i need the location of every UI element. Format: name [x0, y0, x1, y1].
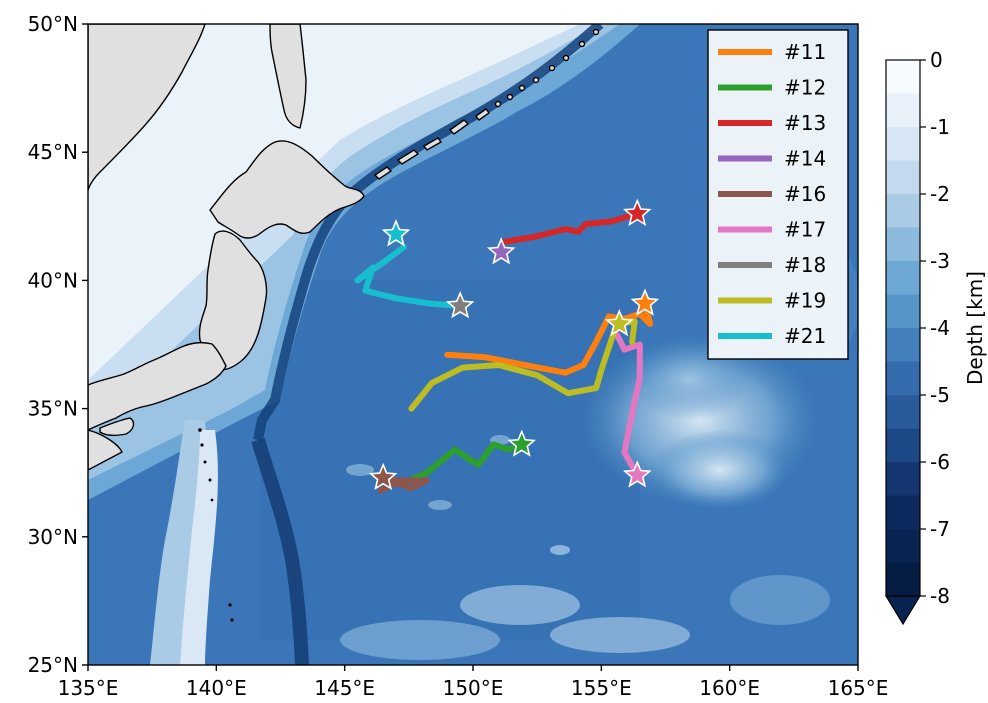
- colorbar-segment: [886, 194, 920, 229]
- colorbar-segment: [886, 361, 920, 396]
- y-tick-label: 30°N: [28, 525, 78, 549]
- end-star-21: [381, 219, 411, 247]
- end-star-13: [622, 198, 652, 227]
- y-tick-label: 40°N: [28, 268, 78, 292]
- colorbar-tick-label: -1: [930, 115, 950, 139]
- y-axis-ticks: 25°N 30°N 35°N 40°N 45°N 50°N: [28, 12, 88, 677]
- colorbar: 0 -1 -2 -3 -4 -5 -6 -7 -8 Depth [km]: [884, 48, 987, 626]
- colorbar-tick-label: -7: [930, 517, 950, 541]
- land: [88, 24, 365, 471]
- legend-label: #11: [784, 40, 826, 64]
- trajectory-16: [377, 474, 430, 494]
- colorbar-tick-label: -3: [930, 249, 950, 273]
- colorbar-title: Depth [km]: [963, 271, 987, 385]
- kuril-islands: [373, 28, 600, 180]
- x-tick-label: 155°E: [571, 676, 632, 700]
- colorbar-segment: [886, 495, 920, 530]
- colorbar-segment: [886, 261, 920, 296]
- colorbar-segment: [886, 395, 920, 430]
- izu-islands: [198, 428, 234, 622]
- end-star-11: [630, 288, 660, 316]
- legend-label: #12: [784, 76, 826, 100]
- colorbar-segment: [886, 93, 920, 128]
- y-tick-label: 25°N: [28, 653, 78, 677]
- trajectory-21: [354, 244, 464, 309]
- colorbar-tick-label: -2: [930, 182, 950, 206]
- trajectory-11: [444, 300, 654, 376]
- end-star-12: [507, 429, 537, 457]
- trajectory-13: [500, 210, 641, 245]
- colorbar-segment: [886, 294, 920, 329]
- y-tick-label: 45°N: [28, 140, 78, 164]
- x-tick-label: 160°E: [699, 676, 760, 700]
- colorbar-tick-label: -8: [930, 584, 950, 608]
- colorbar-segment: [886, 227, 920, 262]
- x-tick-label: 135°E: [58, 676, 119, 700]
- y-tick-label: 35°N: [28, 397, 78, 421]
- x-tick-label: 165°E: [828, 676, 889, 700]
- legend: #11 #12 #13 #14 #16 #17 #18 #19 #21: [707, 29, 849, 360]
- legend-label: #18: [784, 253, 826, 277]
- colorbar-segment: [886, 160, 920, 195]
- legend-label: #13: [784, 111, 826, 135]
- trajectory-end-markers: [368, 198, 660, 490]
- legend-label: #19: [784, 289, 826, 313]
- x-tick-label: 145°E: [314, 676, 375, 700]
- end-star-19: [604, 308, 634, 337]
- colorbar-segment: [886, 328, 920, 363]
- end-star-17: [622, 460, 652, 488]
- trajectory-17: [613, 331, 643, 479]
- colorbar-extend: [884, 595, 922, 626]
- x-tick-label: 140°E: [186, 676, 247, 700]
- legend-label: #14: [784, 147, 826, 171]
- end-star-18: [445, 290, 475, 319]
- colorbar-segment: [886, 462, 920, 497]
- colorbar-segment: [886, 562, 920, 597]
- colorbar-segment: [886, 428, 920, 463]
- x-axis-ticks: 135°E 140°E 145°E 150°E 155°E 160°E 165°E: [58, 665, 889, 700]
- colorbar-tick-label: -6: [930, 450, 950, 474]
- legend-label: #17: [784, 218, 826, 242]
- colorbar-segment: [886, 127, 920, 162]
- colorbar-tick-label: -4: [930, 316, 950, 340]
- colorbar-tick-label: -5: [930, 383, 950, 407]
- legend-label: #16: [784, 182, 826, 206]
- colorbar-segment: [886, 529, 920, 564]
- x-tick-label: 150°E: [443, 676, 504, 700]
- legend-label: #21: [784, 324, 826, 348]
- end-star-16: [368, 462, 398, 490]
- trajectory-12: [400, 441, 525, 486]
- colorbar-tick-label: 0: [930, 48, 943, 72]
- end-star-14: [486, 237, 516, 265]
- y-tick-label: 50°N: [28, 12, 78, 36]
- colorbar-segment: [886, 60, 920, 95]
